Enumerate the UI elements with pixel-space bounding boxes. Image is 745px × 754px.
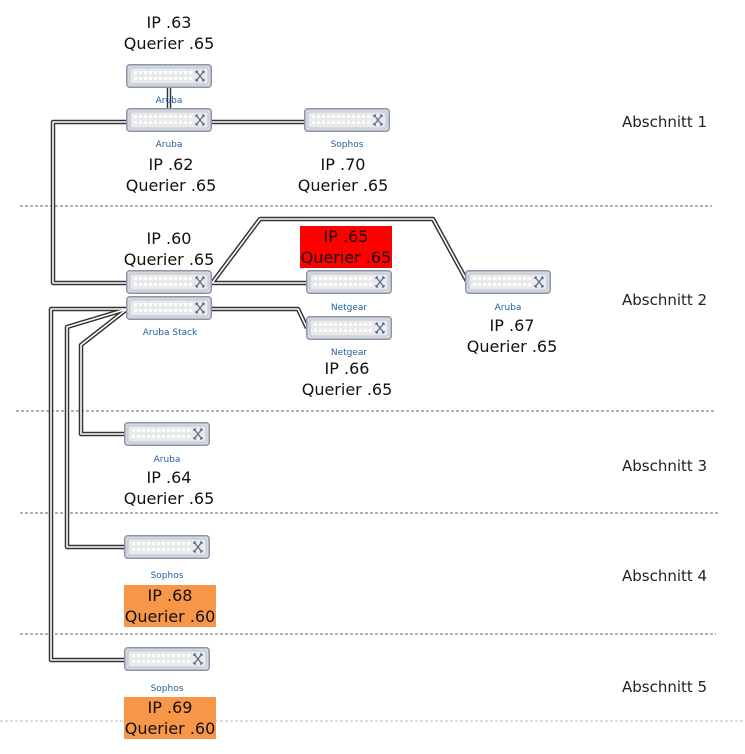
switch-68-icon [124,534,210,560]
switch-60-icon [126,270,212,294]
switch-64-icon [124,422,210,446]
ip-text: IP .65 [323,227,369,246]
switch-stack-2-icon [126,296,212,320]
device-label-aruba-62: Aruba [155,140,183,150]
ip-text: IP .62 [148,155,194,174]
querier-text: Querier .65 [300,248,392,267]
ip-text: IP .63 [146,13,192,32]
label-sw70: IP .70 Querier .65 [288,154,398,196]
cable-stack-66 [212,306,310,329]
section-label-1: Abschnitt 1 [622,113,708,131]
ip-text: IP .68 [147,586,193,605]
querier-text: Querier .65 [123,250,215,269]
device-label-sophos-70: Sophos [330,140,364,150]
querier-text: Querier .65 [466,337,558,356]
section-dividers [0,205,745,722]
ip-text: IP .69 [147,698,193,717]
device-label-aruba-64: Aruba [153,455,181,465]
cable-stack-68 [64,306,128,550]
section-label-4: Abschnitt 4 [622,567,708,585]
label-sw60: IP .60 Querier .65 [114,228,224,270]
ip-text: IP .70 [320,155,366,174]
ip-text: IP .66 [324,359,370,378]
label-sw66: IP .66 Querier .65 [292,358,402,400]
section-label-5: Abschnitt 5 [622,678,708,696]
switch-65-icon [306,270,392,294]
label-sw62: IP .62 Querier .65 [116,154,226,196]
device-label-aruba-67: Aruba [494,303,522,313]
section-label-3: Abschnitt 3 [622,457,708,475]
switch-66-icon [306,316,392,340]
label-sw69-warning: IP .69 Querier .60 [124,697,216,739]
label-sw64: IP .64 Querier .65 [114,467,224,509]
switch-63-icon [126,64,212,88]
device-label-aruba-stack: Aruba Stack [142,328,198,338]
querier-text: Querier .65 [123,34,215,53]
ip-text: IP .60 [146,229,192,248]
cables [48,88,470,663]
label-sw65-conflict: IP .65 Querier .65 [300,226,392,268]
device-label-aruba-63: Aruba [155,96,183,106]
switch-70-icon [304,108,390,132]
querier-text: Querier .60 [124,607,216,626]
querier-text: Querier .65 [297,176,389,195]
switch-69-icon [124,646,210,672]
switch-62-icon [126,108,212,132]
device-label-netgear-66: Netgear [330,348,368,358]
querier-text: Querier .60 [124,719,216,738]
device-label-sophos-68: Sophos [150,571,184,581]
switch-67-icon [465,270,551,294]
ip-text: IP .67 [489,316,535,335]
device-label-sophos-69: Sophos [150,684,184,694]
ip-text: IP .64 [146,468,192,487]
device-label-netgear-65: Netgear [330,303,368,313]
section-label-2: Abschnitt 2 [622,291,708,309]
querier-text: Querier .65 [125,176,217,195]
label-sw68-warning: IP .68 Querier .60 [124,585,216,627]
querier-text: Querier .65 [301,380,393,399]
querier-text: Querier .65 [123,489,215,508]
label-sw63: IP .63 Querier .65 [114,12,224,54]
label-sw67: IP .67 Querier .65 [457,315,567,357]
